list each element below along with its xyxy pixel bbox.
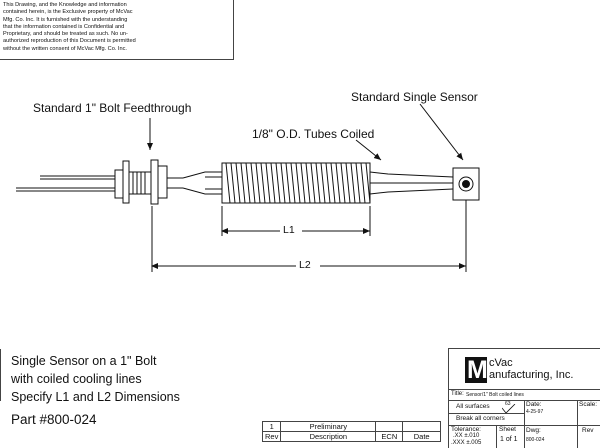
dimension-l1: L1 (281, 224, 297, 236)
coil-winding (335, 162, 341, 204)
label-single-sensor: Standard Single Sensor (351, 90, 478, 104)
confidentiality-notice: This Drawing, and the Knowledge and info… (0, 0, 234, 60)
dwg-label: Dwg: (526, 427, 541, 434)
revision-header-row: Rev Description ECN Date (261, 431, 441, 442)
description-cell: Preliminary (280, 421, 377, 432)
break-corners-note: Break all corners (456, 415, 505, 422)
date-label: Date: (526, 401, 542, 408)
coil-winding (345, 162, 351, 204)
coil-winding (355, 162, 361, 204)
logo-letter: M (467, 356, 488, 384)
coil-winding (270, 162, 276, 204)
logo-line-2: anufacturing, Inc. (489, 369, 574, 381)
coil-winding (245, 162, 251, 204)
sheet-value: 1 of 1 (500, 436, 518, 443)
surface-finish-mark: 63 (505, 401, 511, 407)
ecn-header: ECN (375, 431, 404, 442)
coil-winding (325, 162, 331, 204)
company-logo: M (465, 356, 488, 384)
technical-drawing (16, 103, 480, 272)
date-value: 4-25-97 (526, 409, 544, 415)
coil-winding (365, 162, 371, 204)
coil-winding (305, 162, 311, 204)
rev-cell: 1 (261, 421, 282, 432)
all-surfaces-note: All surfaces (456, 403, 490, 410)
sheet-label: Sheet (499, 426, 516, 433)
label-tubes-coiled: 1/8" O.D. Tubes Coiled (252, 127, 375, 141)
description-header: Description (280, 431, 377, 442)
title-block: M cVac anufacturing, Inc. Title: Sensor/… (448, 348, 600, 448)
coil-winding (290, 162, 296, 204)
coil-winding (360, 162, 366, 204)
notice-line: contained herein, is the Exclusive prope… (3, 9, 133, 16)
tolerance-xxx: .XXX ±.005 (451, 440, 482, 446)
description-line-3: Specify L1 and L2 Dimensions (11, 390, 180, 404)
coil-winding (330, 162, 336, 204)
notice-line: without the written consent of McVac Mfg… (3, 45, 127, 52)
label-bolt-feedthrough: Standard 1" Bolt Feedthrough (33, 101, 192, 115)
rev-label: Rev (582, 427, 594, 434)
coil-winding (350, 162, 356, 204)
logo-line-1: cVac (489, 357, 513, 369)
date-cell (402, 421, 441, 432)
scale-label: Scale: (579, 401, 598, 408)
coil-winding (340, 162, 346, 204)
coil-winding (320, 162, 326, 204)
revision-table: 1 Preliminary Rev Description ECN Date (261, 421, 441, 442)
coil-winding (230, 162, 236, 204)
notice-line: that the information contained is Confid… (3, 23, 125, 30)
description-line-1: Single Sensor on a 1" Bolt (11, 354, 157, 368)
notice-line: This Drawing, and the Knowledge and info… (3, 2, 127, 8)
coil-winding (255, 162, 261, 204)
tolerance-xx: .XX ±.010 (453, 433, 480, 439)
tolerance-label: Tolerance: (451, 426, 481, 433)
dimension-l2: L2 (297, 259, 313, 271)
notice-line: Mfg. Co. Inc. It is furnished with the u… (3, 16, 128, 23)
revision-row: 1 Preliminary (261, 421, 441, 432)
coil-winding (250, 162, 256, 204)
coil-winding (315, 162, 321, 204)
coil-winding (225, 162, 231, 204)
coil-winding (285, 162, 291, 204)
ecn-cell (375, 421, 404, 432)
description-bracket (0, 349, 3, 401)
date-header: Date (402, 431, 441, 442)
coil-winding (235, 162, 241, 204)
title-label: Title: (451, 391, 464, 397)
title-value: Sensor/1" Bolt coiled lines (466, 392, 524, 398)
coil-winding (300, 162, 306, 204)
part-number: Part #800-024 (11, 412, 97, 427)
dwg-value: 800-024 (526, 437, 545, 443)
coil-winding (280, 162, 286, 204)
coil-winding (275, 162, 281, 204)
coil-winding (265, 162, 271, 204)
coil-winding (295, 162, 301, 204)
description-line-2: with coiled cooling lines (11, 372, 142, 386)
rev-header: Rev (261, 431, 282, 442)
coil-winding (260, 162, 266, 204)
coil-winding (310, 162, 316, 204)
notice-line: authorized reproduction of this Document… (3, 38, 136, 45)
notice-line: Proprietary, and should be treated as su… (3, 31, 128, 38)
coil-winding (240, 162, 246, 204)
